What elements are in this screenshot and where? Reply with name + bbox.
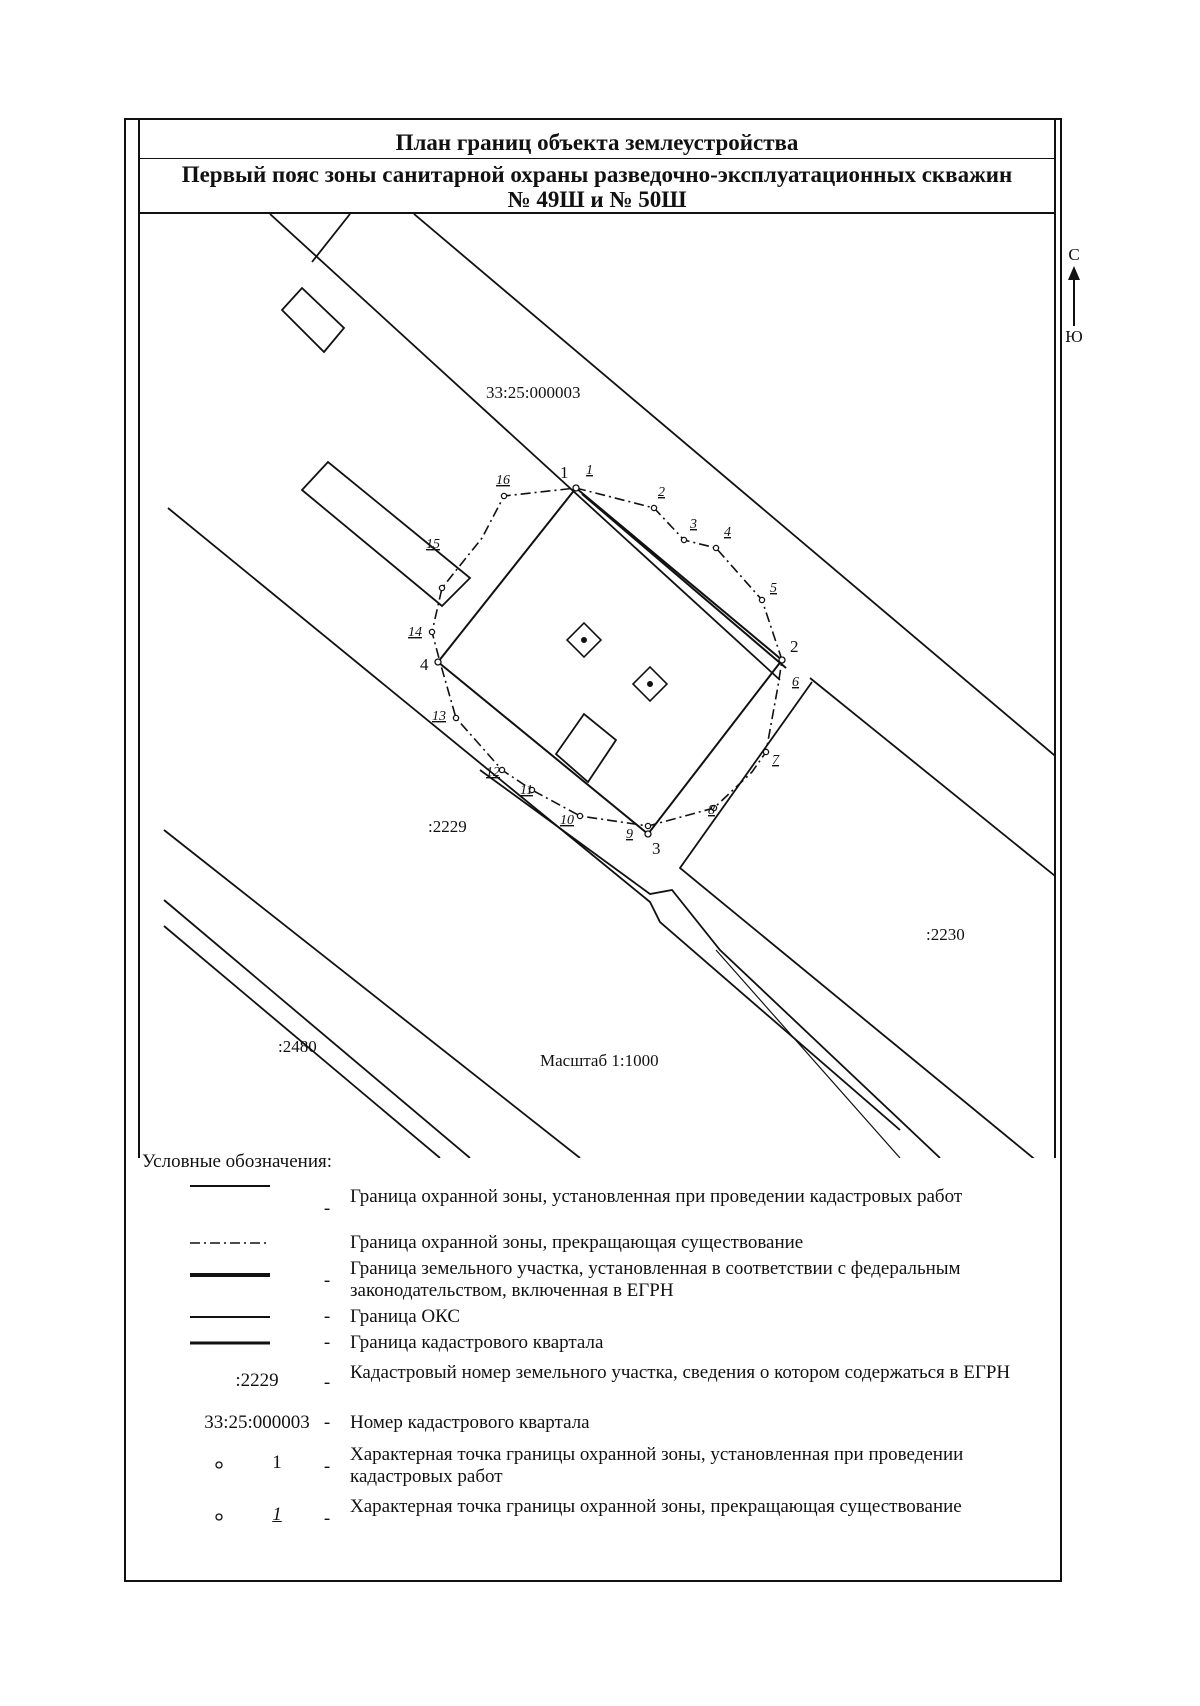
terminated-point-5: [758, 596, 766, 604]
legend-text: Характерная точка границы охранной зоны,…: [350, 1496, 962, 1517]
terminated-point-label-11: 11: [520, 783, 533, 798]
terminated-point-label-3: 3: [689, 517, 697, 532]
terminated-point-4: [712, 544, 720, 552]
road-line-top-left: [269, 214, 781, 681]
title-subtitle: Первый пояс зоны санитарной охраны разве…: [181, 162, 1013, 212]
terminated-point-label-7: 7: [772, 753, 780, 768]
title-divider: [138, 158, 1056, 159]
quarter-label: 33:25:000003: [486, 383, 580, 402]
established-point-label-3: 3: [652, 839, 661, 858]
road-line-bottom-c: [715, 949, 901, 1158]
terminated-point-16: [500, 492, 508, 500]
terminated-point-10: [576, 812, 584, 820]
established-point-label-2: 2: [790, 637, 799, 656]
established-point-label-1: 1: [560, 463, 569, 482]
parcel-label-2230: :2230: [926, 925, 965, 944]
legend-symbol-text: 33:25:000003: [204, 1412, 310, 1433]
established-point-2: [778, 656, 786, 664]
road-line-lower-a: [167, 507, 901, 1131]
legend-symbol-text: 1: [272, 1452, 282, 1473]
legend-dash: -: [323, 1508, 331, 1529]
legend-dash: -: [323, 1456, 331, 1477]
terminated-points: [428, 484, 786, 830]
map-frame: [138, 118, 1056, 1158]
established-points: [434, 484, 786, 838]
terminated-point-11: [528, 786, 536, 794]
legend-dash: -: [323, 1306, 331, 1327]
road-line-bottom-a: [163, 899, 471, 1158]
established-point-4: [434, 658, 442, 666]
legend-dash: -: [323, 1412, 331, 1433]
parcel-2230-upper-edge: [809, 677, 1054, 877]
legend-text: Граница земельного участка, установленна…: [350, 1258, 961, 1301]
legend-dash: -: [323, 1198, 331, 1219]
terminated-point-13: [452, 714, 460, 722]
terminated-point-2: [650, 504, 658, 512]
plot-boundary-inner: [581, 493, 787, 669]
terminated-point-label-1: 1: [586, 463, 593, 478]
building-long: [300, 460, 472, 608]
terminated-point-label-5: 5: [770, 581, 777, 596]
terminated-point-label-12: 12: [486, 765, 500, 780]
terminated-point-label-13: 13: [432, 709, 446, 724]
legend-symbol-text: 1: [272, 1504, 282, 1525]
parcel-label-2480: :2480: [278, 1037, 317, 1056]
legend-text: Номер кадастрового квартала: [350, 1412, 590, 1433]
legend-text: Характерная точка границы охранной зоны,…: [350, 1444, 964, 1487]
terminated-point-label-15: 15: [426, 537, 440, 552]
legend-text: Кадастровый номер земельного участка, св…: [350, 1362, 1011, 1383]
terminated-point-15: [438, 584, 446, 592]
north-arrow: С Ю: [1065, 245, 1082, 346]
legend-text: Граница ОКС: [350, 1306, 461, 1327]
established-point-1: [572, 484, 580, 492]
terminated-point-3: [680, 536, 688, 544]
legend-dash: -: [323, 1270, 331, 1291]
terminated-point-7: [762, 748, 770, 756]
map-scale: Масштаб 1:1000: [540, 1051, 659, 1070]
south-label-text: Ю: [1065, 327, 1082, 346]
established-point-label-4: 4: [420, 655, 429, 674]
road-line-top-right: [413, 214, 1054, 757]
road-line-bottom-b: [163, 925, 441, 1158]
legend-symbol-text: :2229: [235, 1370, 279, 1391]
building-small-top: [280, 286, 346, 354]
road-line-lower-c: [163, 829, 581, 1158]
terminated-point-label-6: 6: [792, 675, 799, 690]
legend-dash: -: [323, 1372, 331, 1393]
terminated-point-label-10: 10: [560, 813, 574, 828]
terminated-point-label-14: 14: [408, 625, 422, 640]
legend-text: Граница кадастрового квартала: [350, 1332, 604, 1353]
terminated-point-8: [710, 804, 718, 812]
terminated-point-9: [644, 822, 652, 830]
building-bottom: [554, 712, 618, 784]
title-main: План границ объекта землеустройства: [395, 130, 799, 155]
title-block: План границ объекта землеустройства Перв…: [138, 118, 1056, 214]
parcel-2230-boundary: [678, 681, 1035, 1158]
legend-heading: Условные обозначения:: [142, 1151, 333, 1172]
legend-symbol-terminated-point: [215, 1513, 223, 1521]
established-point-3: [644, 830, 652, 838]
legend-dash: -: [323, 1332, 331, 1353]
outer-frame: [124, 118, 1062, 1582]
terminated-point-label-16: 16: [496, 473, 510, 488]
road-line-lower-b: [479, 769, 941, 1158]
well-49: [565, 621, 603, 659]
cross-line-top: [311, 214, 351, 263]
legend-text: Граница охранной зоны, прекращающая суще…: [350, 1232, 804, 1253]
parcel-label-2229: :2229: [428, 817, 467, 836]
legend-symbol-established-point: [215, 1461, 223, 1469]
terminated-point-label-4: 4: [724, 525, 731, 540]
well-50: [631, 665, 669, 703]
terminated-point-label-2: 2: [658, 485, 665, 500]
terminated-point-label-8: 8: [708, 803, 715, 818]
north-label: С: [1068, 245, 1079, 264]
terminated-point-label-9: 9: [626, 827, 633, 842]
terminated-point-12: [498, 766, 506, 774]
legend-text: Граница охранной зоны, установленная при…: [350, 1186, 963, 1207]
terminated-point-14: [428, 628, 436, 636]
